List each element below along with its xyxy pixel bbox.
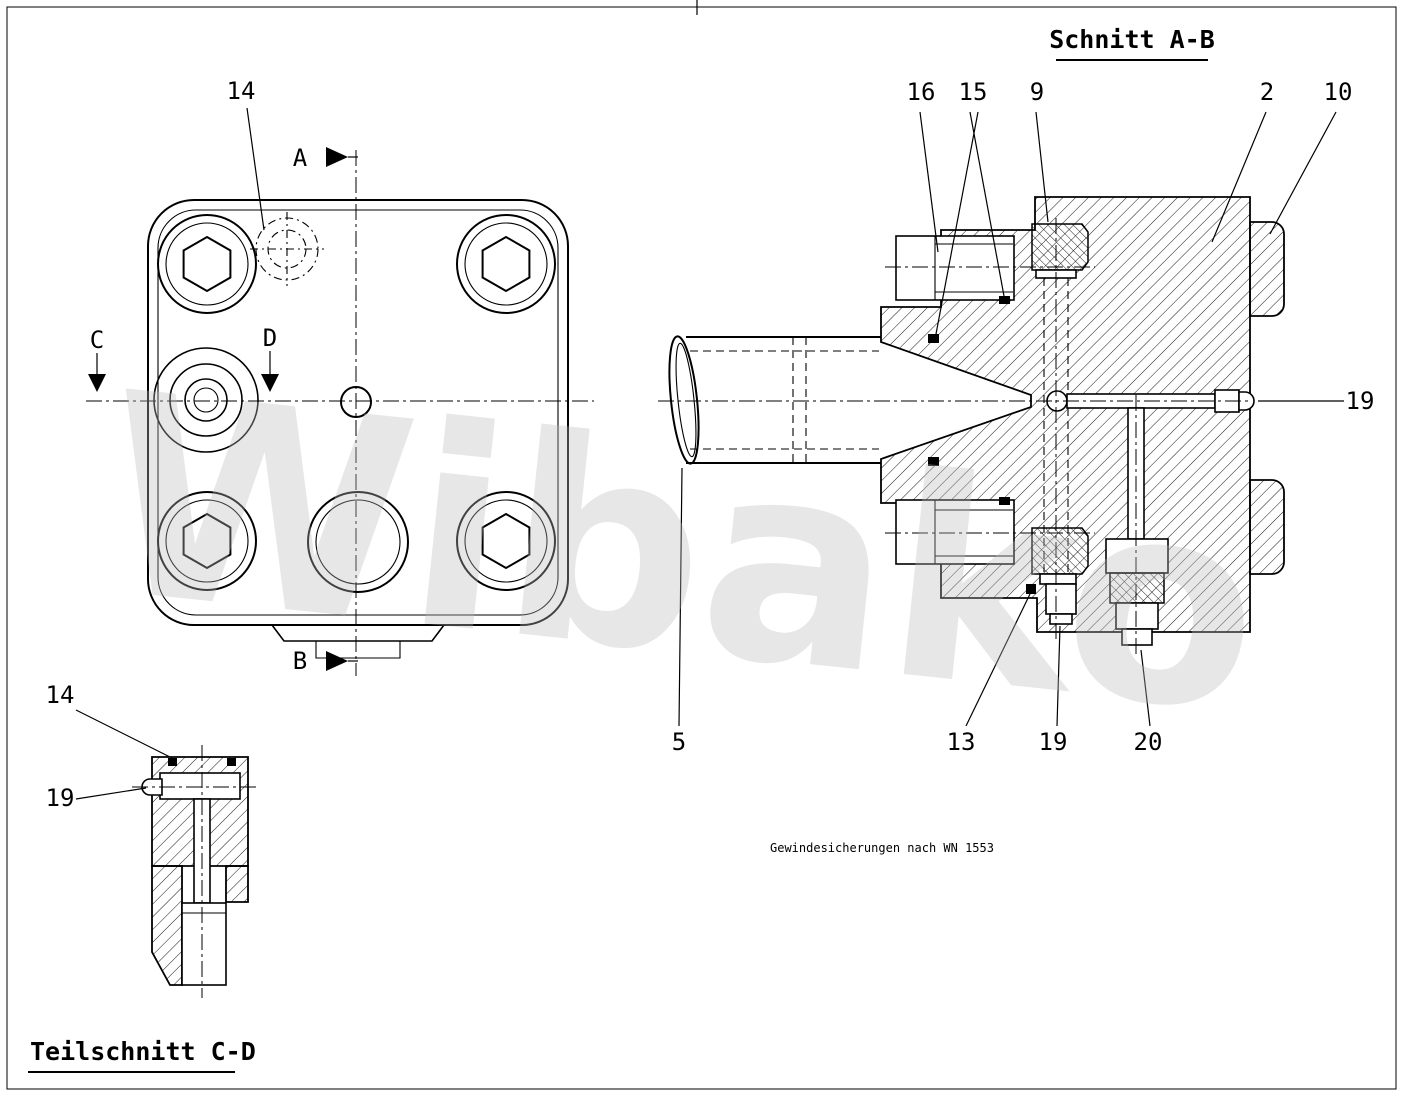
callout-15-label: 15 bbox=[959, 78, 988, 106]
section-marker-d-label: D bbox=[263, 324, 277, 352]
valve-20 bbox=[1105, 407, 1169, 646]
section-ab-title: Schnitt A-B bbox=[1049, 25, 1215, 54]
callout-19-bottom-label: 19 bbox=[1039, 728, 1068, 756]
plug-top-16 bbox=[895, 235, 1015, 301]
section-arrow-b-icon bbox=[326, 651, 348, 671]
center-hole bbox=[340, 386, 372, 418]
cd-block-right-column bbox=[225, 865, 249, 903]
screw-head-bottom bbox=[1031, 527, 1089, 575]
callout-10-label: 10 bbox=[1324, 78, 1353, 106]
left-port bbox=[153, 347, 259, 453]
flange-inner-outline bbox=[157, 209, 559, 616]
seal-14-left bbox=[168, 758, 177, 766]
callout-10: 10 bbox=[1269, 78, 1353, 235]
callout-20-label: 20 bbox=[1134, 728, 1163, 756]
callout-5: 5 bbox=[672, 467, 686, 756]
seal-15-top-jaw bbox=[928, 334, 939, 343]
partial-cd-title: Teilschnitt C-D bbox=[30, 1037, 256, 1066]
seal-13 bbox=[1026, 584, 1036, 594]
front-view: A B C D 14 bbox=[86, 77, 594, 676]
section-marker-a-label: A bbox=[293, 144, 308, 172]
callout-14-cd: 14 bbox=[46, 681, 171, 758]
callout-9: 9 bbox=[1030, 78, 1049, 223]
corner-bolt-top-left bbox=[157, 214, 257, 314]
corner-bolt-top-right bbox=[456, 214, 556, 314]
phantom-bore-14 bbox=[250, 212, 324, 286]
callout-16: 16 bbox=[907, 78, 939, 253]
callout-19-cd-label: 19 bbox=[46, 784, 75, 812]
thread-locking-note: Gewindesicherungen nach WN 1553 bbox=[770, 841, 994, 855]
callout-2-label: 2 bbox=[1260, 78, 1274, 106]
cd-block-left-column bbox=[151, 865, 183, 986]
section-marker-b-label: B bbox=[293, 647, 307, 675]
section-arrow-c-icon bbox=[88, 374, 106, 392]
plug-19-bottom bbox=[1045, 583, 1077, 625]
callout-19-right: 19 bbox=[1258, 387, 1374, 415]
callout-15: 15 bbox=[935, 78, 1005, 335]
partial-cd-view: 14 19 Teilschnitt C-D bbox=[28, 681, 258, 1073]
callout-2: 2 bbox=[1211, 78, 1274, 243]
callout-14-front-leader bbox=[246, 107, 265, 231]
flange-outer-outline bbox=[147, 199, 569, 626]
bottom-tab bbox=[271, 624, 445, 642]
cover-boss-top bbox=[1249, 221, 1285, 317]
section-marker-c: C bbox=[88, 326, 106, 392]
callout-20: 20 bbox=[1134, 649, 1163, 756]
callout-9-label: 9 bbox=[1030, 78, 1044, 106]
callout-19-cd: 19 bbox=[46, 784, 147, 812]
callout-14-cd-label: 14 bbox=[46, 681, 75, 709]
callout-5-label: 5 bbox=[672, 728, 686, 756]
callout-13: 13 bbox=[947, 593, 1031, 756]
callout-14-front: 14 bbox=[227, 77, 265, 231]
plug-bottom bbox=[895, 499, 1015, 565]
section-marker-d: D bbox=[261, 324, 279, 392]
seal-15-top-plug bbox=[999, 296, 1010, 304]
section-marker-a: A bbox=[293, 144, 358, 172]
sheet-frame bbox=[6, 0, 1397, 1090]
section-arrow-a-icon bbox=[326, 147, 348, 167]
callout-16-label: 16 bbox=[907, 78, 936, 106]
section-ab-view: Schnitt A-B bbox=[658, 25, 1374, 855]
section-arrow-d-icon bbox=[261, 374, 279, 392]
callout-13-label: 13 bbox=[947, 728, 976, 756]
section-marker-c-label: C bbox=[90, 326, 104, 354]
callout-14-front-label: 14 bbox=[227, 77, 256, 105]
bottom-tab-step bbox=[315, 641, 401, 659]
seal-14-right bbox=[227, 758, 236, 766]
seal-15-bottom-plug bbox=[999, 497, 1010, 505]
seal-15-bottom-jaw bbox=[928, 457, 939, 466]
section-marker-b: B bbox=[293, 647, 358, 675]
callout-19-bottom: 19 bbox=[1039, 625, 1068, 756]
bottom-port bbox=[307, 491, 409, 593]
cover-boss-bottom bbox=[1249, 479, 1285, 575]
screw-head-9 bbox=[1031, 223, 1089, 271]
callout-19-right-label: 19 bbox=[1346, 387, 1375, 415]
